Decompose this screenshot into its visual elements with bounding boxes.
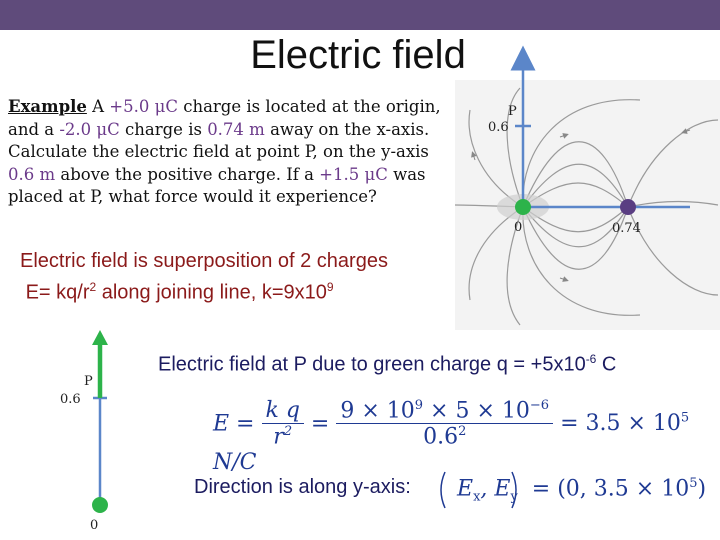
slide-title: Electric field xyxy=(250,33,466,77)
top-x-label: 0.74 xyxy=(612,221,641,236)
direction-text: Direction is along y-axis: xyxy=(194,476,411,498)
top-green-charge xyxy=(515,199,531,215)
top-y-label: 0.6 xyxy=(488,120,509,135)
bottom-green-charge xyxy=(92,497,108,513)
vector-equation: Ex, Ey = (0, 3.5 × 105) xyxy=(450,476,707,505)
field-equation: E = k q r2 = 9 × 109 × 5 × 10−6 0.62 = 3… xyxy=(213,398,690,476)
vector-open-paren xyxy=(440,471,446,509)
superposition-text: Electric field is superposition of 2 cha… xyxy=(20,250,388,304)
vector-close-paren xyxy=(511,471,517,509)
bottom-origin-label: 0 xyxy=(90,518,99,533)
example-text: Example A +5.0 μC charge is located at t… xyxy=(8,97,441,206)
field-at-p-text: Electric field at P due to green charge … xyxy=(158,352,617,376)
dipole-field-diagram xyxy=(454,80,720,330)
top-p-label: P xyxy=(508,104,517,119)
bottom-y-label: 0.6 xyxy=(60,392,81,407)
top-bar xyxy=(0,0,720,30)
top-origin-label: 0 xyxy=(514,220,523,235)
bottom-p-label: P xyxy=(84,374,93,389)
example-label: Example xyxy=(8,97,87,116)
top-purple-charge xyxy=(620,199,636,215)
bottom-field-arrowhead xyxy=(92,330,108,345)
